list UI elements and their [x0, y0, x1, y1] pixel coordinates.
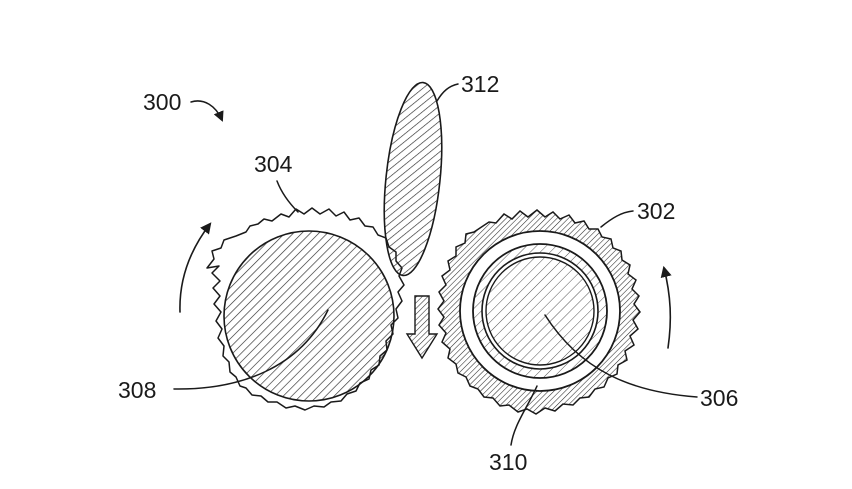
leader-300-arrow [190, 100, 224, 122]
label-304: 304 [254, 151, 293, 177]
nip-down-arrow [405, 295, 439, 360]
label-300: 300 [143, 89, 181, 115]
label-306: 306 [700, 385, 738, 411]
left-rotation-arrow [179, 222, 212, 313]
label-302: 302 [637, 198, 675, 224]
leader-302 [600, 210, 634, 228]
label-308: 308 [118, 377, 156, 403]
leader-308 [173, 309, 329, 390]
right-roller [437, 209, 641, 415]
left-roller [206, 207, 405, 411]
leader-310 [510, 385, 538, 446]
leader-304 [276, 180, 299, 213]
leader-312 [436, 83, 459, 102]
leader-306 [544, 314, 698, 398]
right-rotation-arrow [660, 265, 672, 349]
element-312-ellipse [383, 81, 443, 277]
label-312: 312 [461, 71, 499, 97]
label-310: 310 [489, 449, 527, 475]
right-roller-core [485, 256, 595, 366]
left-roller-core [223, 230, 395, 402]
